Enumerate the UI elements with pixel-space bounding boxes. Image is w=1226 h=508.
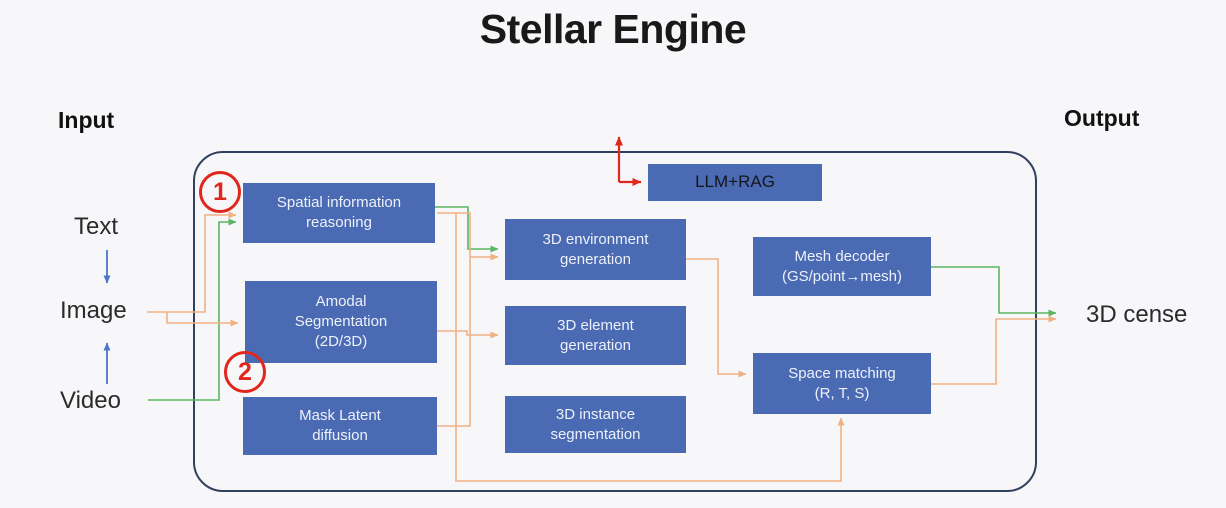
node-3d-environment-generation: 3D environment generation <box>505 219 686 280</box>
diagram-title: Stellar Engine <box>479 6 747 52</box>
input-label: Input <box>58 107 115 133</box>
node-3d-instance-segmentation: 3D instance segmentation <box>505 396 686 453</box>
arrow-mesh-to-output <box>931 266 1057 317</box>
node-label: Segmentation <box>294 313 388 331</box>
arrow-space-matching-to-output <box>931 315 1057 385</box>
step-number: 1 <box>213 177 227 206</box>
node-label: 3D environment <box>542 230 649 248</box>
wire-mask-latent-bus <box>437 212 471 427</box>
step-marker-2: 2 <box>224 351 266 393</box>
input-video-label: Video <box>60 387 121 414</box>
node-label: 3D instance <box>555 405 636 423</box>
node-label: segmentation <box>550 425 641 443</box>
arrow-video-to-spatial <box>148 218 237 401</box>
node-label: 3D element <box>557 316 634 334</box>
node-mask-latent-diffusion: Mask Latent diffusion <box>243 397 437 455</box>
engine-container <box>193 151 1037 492</box>
node-label: (R, T, S) <box>814 384 870 402</box>
node-llm-rag: LLM+RAG <box>648 164 822 201</box>
node-spatial-information-reasoning: Spatial information reasoning <box>243 183 435 243</box>
node-label: (GS/point→mesh) <box>781 267 903 285</box>
arrow-environment-to-space-matching <box>686 258 747 378</box>
node-label: diffusion <box>312 427 368 444</box>
node-3d-element-generation: 3D element generation <box>505 306 686 365</box>
arrow-spatial-to-environment <box>435 206 499 253</box>
arrow-amodal-to-element <box>437 330 499 339</box>
input-image-label: Image <box>60 297 127 324</box>
node-label: Space matching <box>788 364 896 382</box>
output-result-label: 3D cense <box>1086 301 1188 328</box>
node-mesh-decoder: Mesh decoder (GS/point→mesh) <box>753 237 931 296</box>
arrow-image-to-spatial <box>147 211 237 313</box>
node-label: generation <box>560 336 631 354</box>
output-label: Output <box>1064 105 1140 131</box>
node-label: reasoning <box>306 214 372 231</box>
node-label: Mask Latent <box>299 407 381 425</box>
node-amodal-segmentation: Amodal Segmentation (2D/3D) <box>245 281 437 363</box>
node-label: Amodal <box>315 293 367 311</box>
node-label: generation <box>560 250 631 268</box>
node-label: (2D/3D) <box>314 332 368 350</box>
input-text-label: Text <box>74 213 119 240</box>
arrow-image-to-amodal <box>166 312 239 327</box>
node-label: Mesh decoder <box>794 247 890 265</box>
step-number: 2 <box>238 357 252 386</box>
arrow-spatial-to-space-matching-bottom <box>437 212 845 482</box>
node-label: LLM+RAG <box>695 172 775 192</box>
node-space-matching: Space matching (R, T, S) <box>753 353 931 414</box>
node-label: Spatial information <box>276 194 402 212</box>
step-marker-1: 1 <box>199 171 241 213</box>
